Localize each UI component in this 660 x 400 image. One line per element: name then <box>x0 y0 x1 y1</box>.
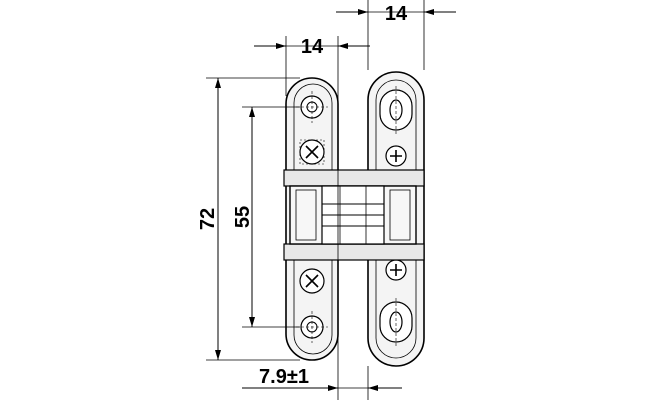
left-bottom-screw-hole <box>296 311 328 343</box>
dimension-screw-spacing: 55 <box>232 106 300 328</box>
right-top-slot <box>379 86 413 134</box>
right-lower-adjust-screw <box>385 259 407 281</box>
dimension-top-width: 14 <box>336 0 456 70</box>
dimension-overall-height: 72 <box>197 77 300 361</box>
left-bottom-adjust-screw <box>299 268 325 294</box>
left-top-adjust-screw <box>299 139 325 165</box>
hinge-pivot-mechanism <box>283 169 425 261</box>
dimension-offset-label: 7.9±1 <box>259 366 309 388</box>
dimension-overall-height-label: 72 <box>197 208 219 230</box>
dimension-mid-width-label: 14 <box>301 36 324 58</box>
right-upper-adjust-screw <box>385 145 407 167</box>
dimension-mid-width: 14 <box>254 36 370 400</box>
left-top-screw-hole <box>296 91 328 123</box>
right-bottom-slot <box>379 298 413 346</box>
dimension-top-width-label: 14 <box>385 3 408 25</box>
dimension-offset: 7.9±1 <box>242 366 402 400</box>
dimension-screw-spacing-label: 55 <box>232 206 254 228</box>
